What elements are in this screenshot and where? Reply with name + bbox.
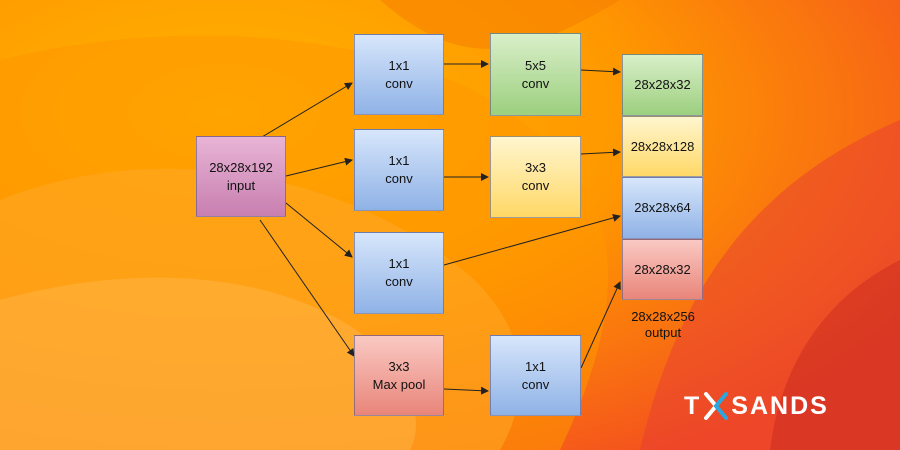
conv-5x5-block: 5x5 conv xyxy=(490,33,581,116)
conv-1x1-after-pool-kernel: 1x1 xyxy=(525,358,546,374)
output-segment-1x1: 28x28x64 xyxy=(622,177,703,239)
conv-1x1-after-pool-block: 1x1 conv xyxy=(490,335,581,416)
maxpool-3x3-label: Max pool xyxy=(372,376,426,392)
logo-x-mark-icon xyxy=(704,392,729,420)
conv-1x1-branch2-kernel: 1x1 xyxy=(388,153,410,168)
logo-text-right: SANDS xyxy=(731,391,829,420)
maxpool-3x3-kernel: 3x3 xyxy=(388,358,410,374)
conv-5x5-kernel: 5x5 xyxy=(525,57,546,73)
conv-1x1-branch1-kernel: 1x1 xyxy=(388,57,410,73)
conv-1x1-branch3-block: 1x1 conv xyxy=(354,232,444,314)
conv-3x3-kernel: 3x3 xyxy=(525,160,546,175)
conv-1x1-branch3-kernel: 1x1 xyxy=(388,256,410,271)
conv-1x1-after-pool-label: conv xyxy=(521,376,550,392)
arrow-input-to-maxpool xyxy=(259,219,355,357)
conv-1x1-branch2-block: 1x1 conv xyxy=(354,129,444,211)
output-segment-1x1-size: 28x28x64 xyxy=(634,200,691,215)
output-segment-5x5: 28x28x32 xyxy=(622,54,703,116)
input-block: 28x28x192 input xyxy=(196,136,286,217)
arrow-input-to-conv3 xyxy=(285,202,353,258)
output-segment-3x3: 28x28x128 xyxy=(622,116,703,177)
output-label: 28x28x256 output xyxy=(613,309,713,341)
conv-5x5-label: conv xyxy=(521,75,550,91)
logo-text-left: T xyxy=(684,391,702,420)
input-block-size: 28x28x192 xyxy=(209,159,273,175)
conv-3x3-label: conv xyxy=(521,178,550,193)
maxpool-3x3-block: 3x3 Max pool xyxy=(354,335,444,416)
arrow-3x3-to-output xyxy=(580,148,621,157)
input-block-label: input xyxy=(226,177,256,193)
arrow-5x5-to-output xyxy=(580,67,621,76)
output-total-size: 28x28x256 xyxy=(631,309,695,324)
conv-1x1-branch2-label: conv xyxy=(385,171,413,186)
txsands-logo: T SANDS xyxy=(684,390,829,422)
arrow-conv4-to-output xyxy=(580,281,621,369)
output-segment-pool: 28x28x32 xyxy=(622,239,703,300)
output-segment-5x5-size: 28x28x32 xyxy=(634,77,691,92)
output-segment-3x3-size: 28x28x128 xyxy=(630,138,695,154)
output-caption: output xyxy=(644,325,682,340)
arrow-conv3-to-output xyxy=(443,214,621,266)
arrow-maxpool-to-conv xyxy=(443,386,489,395)
conv-1x1-branch3-label: conv xyxy=(385,274,413,289)
output-segment-pool-size: 28x28x32 xyxy=(634,261,691,277)
arrow-input-to-conv1 xyxy=(261,82,353,138)
conv-3x3-block: 3x3 conv xyxy=(490,136,581,218)
arrow-input-to-conv2 xyxy=(285,157,353,177)
conv-1x1-branch1-label: conv xyxy=(385,75,413,91)
conv-1x1-branch1-block: 1x1 conv xyxy=(354,34,444,115)
